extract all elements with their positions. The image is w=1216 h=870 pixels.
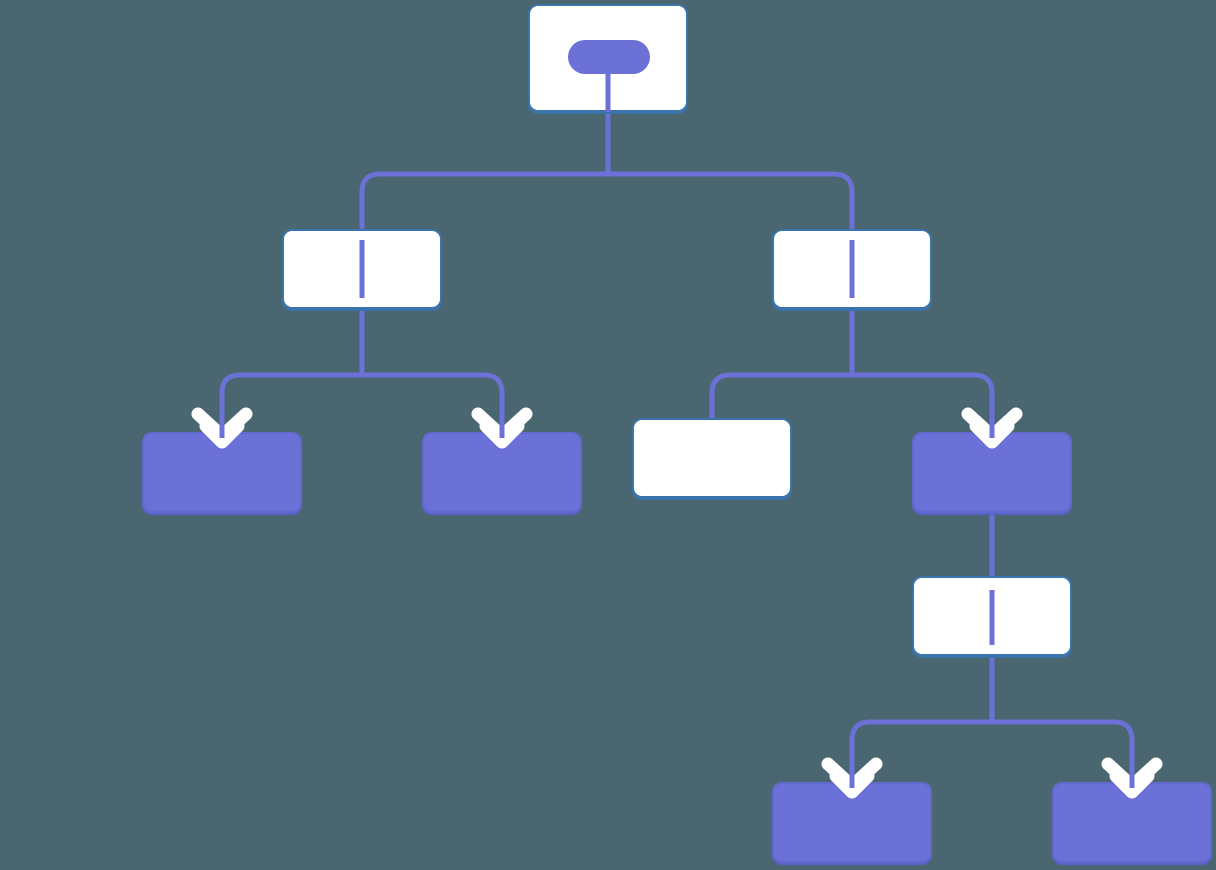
node-level2-white[interactable] (632, 418, 792, 498)
node-leaf-d[interactable] (1052, 782, 1212, 863)
node-level1-left[interactable] (282, 229, 442, 309)
node-level1-right[interactable] (772, 229, 932, 309)
node-root[interactable] (528, 4, 688, 112)
node-root-pill (568, 40, 650, 74)
node-leaf-b[interactable] (422, 432, 582, 513)
node-level3-white[interactable] (912, 576, 1072, 656)
node-leaf-a[interactable] (142, 432, 302, 513)
node-level2-purple[interactable] (912, 432, 1072, 513)
node-leaf-c[interactable] (772, 782, 932, 863)
